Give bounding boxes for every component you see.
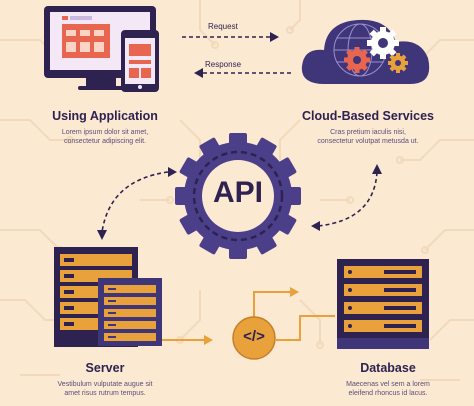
cloud-api-curved-arrow: [311, 164, 382, 231]
app-title: Using Application: [52, 109, 158, 123]
server-description-line2: amet risus rutrum tempus.: [64, 390, 146, 397]
cloud-description-line1: Cras pretium iaculis nisi,: [330, 129, 406, 136]
cloud-gears-icon: [301, 19, 430, 84]
circuit-background: [0, 0, 474, 381]
database-title: Database: [360, 361, 416, 375]
code-symbol-text: </>: [243, 328, 265, 345]
database-server-icon: [337, 259, 429, 349]
api-gear-icon: [175, 133, 301, 259]
code-symbol-icon: [232, 316, 276, 360]
server-code-connector: [162, 335, 213, 345]
request-arrow: [182, 32, 279, 42]
app-api-curved-arrow: [97, 167, 177, 240]
app-description-line1: Lorem ipsum dolor sit amet,: [61, 129, 149, 136]
cloud-title: Cloud-Based Services: [302, 109, 434, 123]
server-rack-icon: [54, 247, 162, 347]
database-description-line2: eleifend rhoncus id lacus.: [348, 390, 428, 397]
request-label: Request: [208, 22, 238, 31]
server-title: Server: [85, 361, 125, 375]
response-label: Response: [205, 60, 242, 69]
database-description-line1: Maecenas vel sem a lorem: [346, 381, 430, 388]
cloud-description-line2: consectetur volutpat metusda ut.: [317, 138, 419, 145]
response-arrow: [194, 68, 292, 78]
code-database-connector: [253, 287, 335, 341]
mobile-phone-icon: [121, 30, 159, 92]
app-description-line2: consectetur adipiscing elit.: [63, 138, 147, 145]
server-description-line1: Vestibulum vulputate augue sit: [57, 381, 153, 388]
api-label: API: [212, 176, 263, 209]
